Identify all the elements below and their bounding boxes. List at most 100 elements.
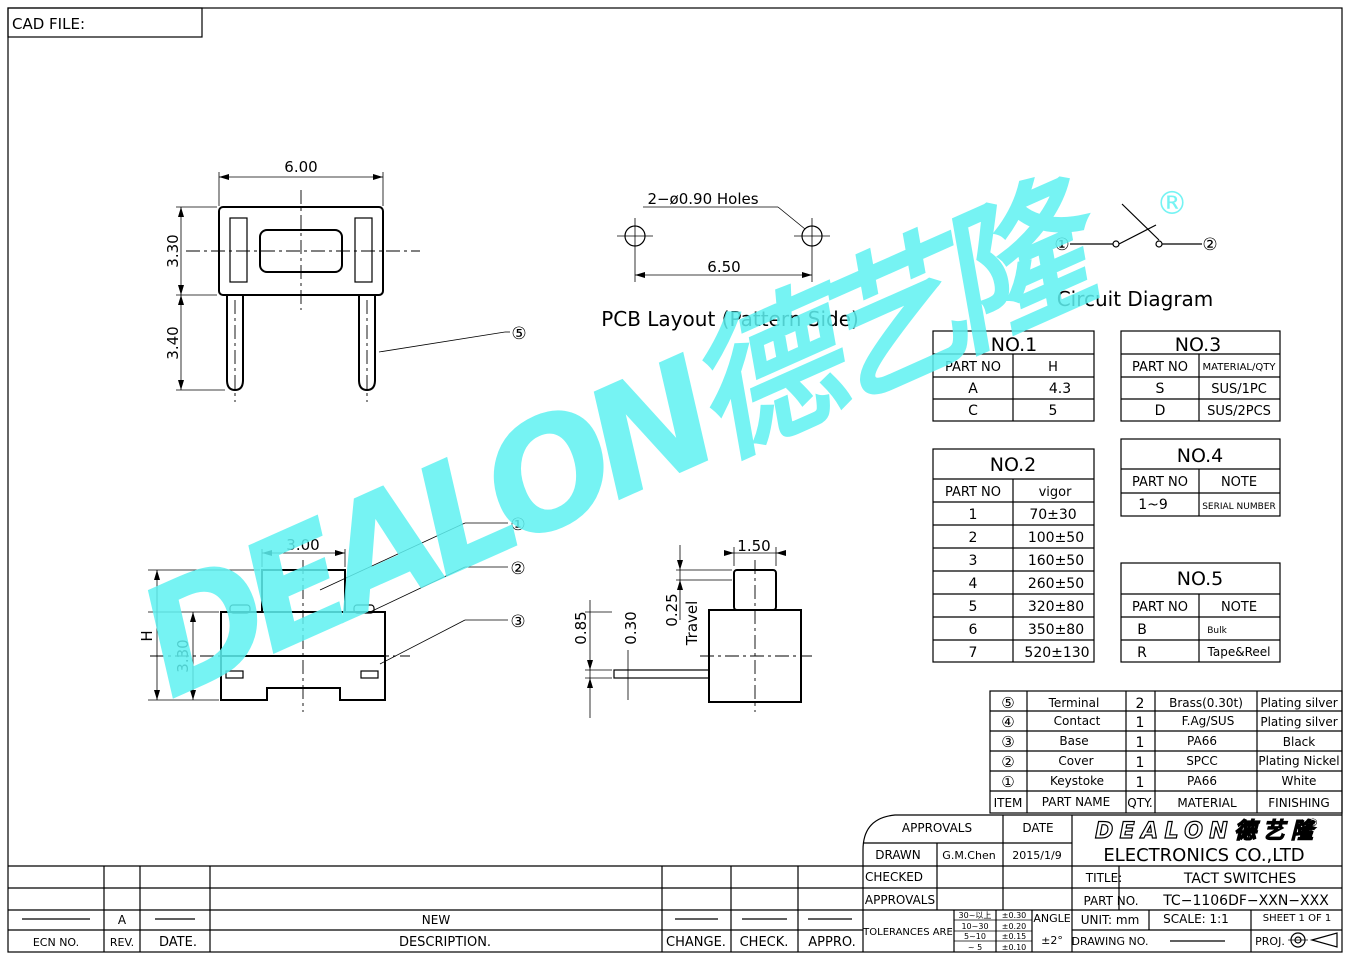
table-no3: NO.3 PART NO MATERIAL/QTY S SUS/1PC D SU…: [1120, 330, 1281, 422]
bom-finishing: Plating silver: [1260, 715, 1337, 729]
no2-cell: 320±80: [1028, 599, 1084, 615]
bom-qty: 1: [1136, 755, 1145, 771]
tb-drawing-no: DRAWING NO.: [1072, 935, 1149, 948]
no2-cell: 3: [969, 553, 978, 569]
bom-material: F.Ag/SUS: [1182, 714, 1235, 728]
cad-file-box: [7, 7, 203, 38]
no4-cell: 1~9: [1138, 497, 1168, 513]
no4-title: NO.4: [1177, 445, 1224, 467]
callout-2: ②: [510, 559, 525, 579]
bom-part: Terminal: [1048, 696, 1100, 710]
side-dim-085: 0.85: [572, 611, 590, 644]
no1-cell: 5: [1049, 403, 1058, 419]
no2-title: NO.2: [990, 454, 1037, 476]
bom-part: Base: [1059, 734, 1088, 748]
no5-cell: B: [1137, 622, 1147, 638]
projection-icon: [1288, 932, 1338, 948]
side-dim-025: 0.25: [663, 593, 681, 626]
no3-header-material: MATERIAL/QTY: [1203, 362, 1277, 373]
bom-part: Contact: [1054, 714, 1101, 728]
tb-approvals-header: APPROVALS: [902, 821, 972, 835]
sheet-border: [7, 7, 1343, 953]
pcb-layout: 6.50 2−ø0.90 Holes PCB Layout (Pattern S…: [601, 190, 859, 331]
tb-tol-range: 30~以上: [959, 911, 992, 920]
no4-header-note: NOTE: [1221, 475, 1257, 490]
side-dim-width: 1.50: [737, 537, 770, 555]
bom-part: Keystoke: [1050, 774, 1104, 788]
no2-cell: 6: [969, 622, 978, 638]
top-view: 6.00 3.30 3.40 ⑤: [164, 158, 527, 402]
no2-cell: 260±50: [1028, 576, 1084, 592]
top-dim-height: 3.30: [164, 234, 182, 267]
table-no2: NO.2 PART NO vigor 1 70±30 2 100±50 3 16…: [932, 448, 1095, 663]
tb-company-logo: DEALON德艺隆: [1095, 819, 1317, 844]
side-travel-label: Travel: [683, 601, 701, 647]
title-block: APPROVALS DATE DRAWN G.M.Chen 2015/1/9 C…: [862, 814, 1342, 952]
no3-cell: D: [1155, 403, 1166, 419]
cad-file-label: CAD FILE:: [12, 15, 85, 33]
bom-finishing: Plating silver: [1260, 696, 1337, 710]
tb-title-label: TITLE:: [1085, 871, 1123, 885]
rev-header-rev: REV.: [110, 936, 134, 949]
no4-header-part: PART NO: [1132, 475, 1188, 490]
no5-cell: R: [1137, 645, 1147, 661]
no5-header-note: NOTE: [1221, 600, 1257, 615]
bom-item: ③: [1001, 733, 1014, 751]
tb-tol-value: ±0.30: [1002, 911, 1027, 920]
bom-finishing: Black: [1283, 735, 1316, 749]
circuit-pin1: ①: [1054, 235, 1069, 255]
bom-material: PA66: [1187, 734, 1217, 748]
tb-scale: SCALE: 1:1: [1163, 912, 1229, 926]
no5-header-part: PART NO: [1132, 600, 1188, 615]
tb-tol-value: ±0.10: [1002, 943, 1027, 952]
tb-title: TACT SWITCHES: [1183, 871, 1296, 887]
rev-header-change: CHANGE.: [666, 935, 726, 950]
no1-cell: A: [968, 381, 978, 397]
tb-proj: PROJ.: [1255, 935, 1285, 948]
bom-material: Brass(0.30t): [1169, 696, 1243, 710]
bom-header-item: ITEM: [994, 796, 1023, 810]
tb-drawn-label: DRAWN: [875, 848, 921, 862]
rev-header-ecn: ECN NO.: [33, 936, 79, 949]
watermark-reg: ®: [1156, 184, 1188, 222]
bom-qty: 2: [1136, 696, 1145, 712]
tb-tol-range: ~ 5: [968, 943, 982, 952]
no3-header-part: PART NO: [1132, 360, 1188, 375]
tb-part-no: TC−1106DF−XXN−XXX: [1162, 893, 1329, 909]
tb-part-no-label: PART NO.: [1083, 894, 1138, 908]
no2-cell: 100±50: [1028, 530, 1084, 546]
side-dim-030: 0.30: [622, 611, 640, 644]
top-dim-width: 6.00: [284, 158, 317, 176]
no3-cell: SUS/2PCS: [1207, 404, 1271, 419]
no2-cell: 5: [969, 599, 978, 615]
bom-header-part: PART NAME: [1042, 795, 1110, 809]
no1-header-h: H: [1048, 360, 1058, 375]
rev-header-description: DESCRIPTION.: [399, 935, 491, 950]
tb-tol-range: 10~30: [961, 922, 988, 931]
bom-qty: 1: [1136, 775, 1145, 791]
front-dim-height: 3.30: [174, 639, 192, 672]
tb-drawn-by: G.M.Chen: [942, 849, 995, 862]
revision-block: A NEW ECN NO. REV. DATE. DESCRIPTION. CH…: [8, 865, 863, 952]
pcb-dim-spacing: 6.50: [707, 258, 740, 276]
rev-row-rev: A: [118, 913, 127, 927]
rev-header-date: DATE.: [159, 935, 197, 950]
bom-header-finishing: FINISHING: [1268, 796, 1329, 810]
tb-company-reg: ®: [1308, 816, 1319, 829]
tb-unit: UNIT: mm: [1081, 913, 1140, 927]
no3-cell: SUS/1PC: [1211, 382, 1267, 397]
table-no5: NO.5 PART NO NOTE B Bulk R Tape&Reel: [1120, 562, 1281, 663]
bom-item: ④: [1001, 713, 1014, 731]
no5-cell: Bulk: [1207, 626, 1227, 636]
tb-angle-value: ±2°: [1041, 934, 1063, 947]
pcb-holes-label: 2−ø0.90 Holes: [647, 190, 758, 208]
bom-header-material: MATERIAL: [1177, 796, 1237, 810]
callout-1: ①: [510, 515, 525, 535]
no2-cell: 4: [969, 576, 978, 592]
tb-tol-value: ±0.15: [1002, 932, 1027, 941]
tb-angle: ANGLE: [1033, 912, 1070, 925]
side-view: 1.50 0.85 0.30 0.25 Travel: [572, 537, 812, 718]
no2-cell: 1: [969, 507, 978, 523]
callout-3: ③: [510, 612, 525, 632]
no4-cell: SERIAL NUMBER: [1202, 502, 1276, 512]
